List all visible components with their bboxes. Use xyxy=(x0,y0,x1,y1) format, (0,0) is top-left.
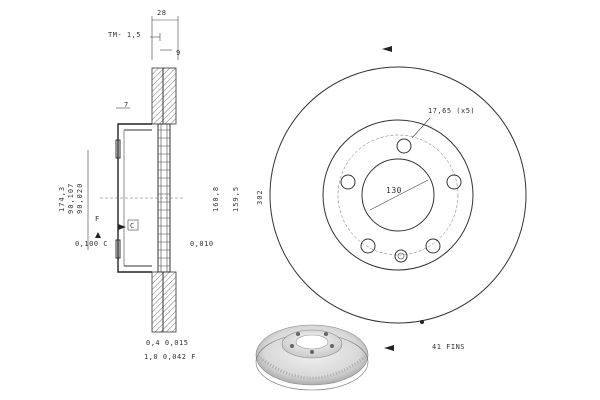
front-view: 130 17,65 (x5) 41 FINS xyxy=(269,46,527,351)
center-bore xyxy=(361,158,435,232)
dim-7-label: 7 xyxy=(124,101,129,109)
side-section-view: 28 TM- 1,5 9 7 174,3 90,1 xyxy=(58,9,264,361)
fins-label: 41 FINS xyxy=(432,343,465,351)
hub-circle xyxy=(322,119,474,271)
outer-disc-circle xyxy=(269,66,527,324)
dim-tm-label: TM- 1,5 xyxy=(108,31,141,39)
vent-fins-column xyxy=(157,123,171,273)
bottom-tol-2-label: 1,0 0,042 F xyxy=(144,353,196,361)
arrow-top xyxy=(382,46,392,52)
dim-174-3-label: 174,3 xyxy=(58,186,66,212)
bolt-hole xyxy=(446,174,462,190)
bottom-tol-1-label: 0,4 0,015 xyxy=(146,339,188,347)
datum-c-label: C xyxy=(130,222,135,230)
tol-0100-c-label: 0,100 C xyxy=(75,240,108,248)
dim-9-label: 9 xyxy=(176,49,181,57)
locating-hole xyxy=(394,249,408,263)
datum-f-label: F xyxy=(95,215,100,223)
pcd-circle xyxy=(337,134,459,256)
bolt-hole xyxy=(425,238,441,254)
datum-c-box xyxy=(127,219,139,231)
tol-90-107-label: 90,107 xyxy=(67,183,75,214)
bolt-hole xyxy=(340,174,356,190)
bolt-hole-label: 17,65 (x5) xyxy=(428,107,475,115)
tol-0010-label: 0,010 xyxy=(190,240,214,248)
dim-302-label: 302 xyxy=(256,189,264,205)
pcd-label: 130 xyxy=(386,186,402,195)
dim-160-8-label: 160,8 xyxy=(212,186,220,212)
bolt-hole xyxy=(360,238,376,254)
dim-159-5-label: 159,5 xyxy=(232,186,240,212)
disc-render xyxy=(255,324,369,391)
tol-90-020-label: 90,020 xyxy=(76,183,84,214)
arrow-bottom xyxy=(384,345,394,351)
bolt-hole xyxy=(396,138,412,154)
dim-28-label: 28 xyxy=(157,9,166,17)
